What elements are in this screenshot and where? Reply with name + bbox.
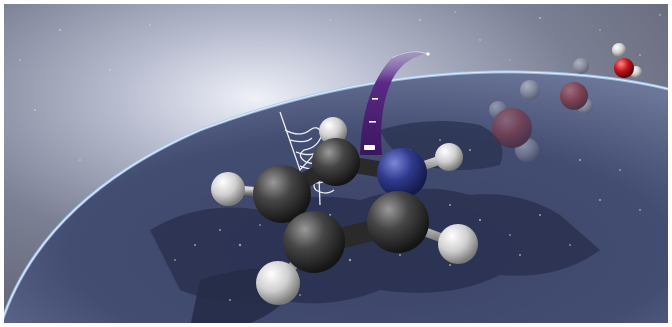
electron-comet-icon	[360, 50, 430, 155]
pyrrole-molecule-icon	[211, 117, 478, 305]
water-molecule-icon	[489, 43, 642, 162]
stars	[19, 11, 661, 161]
